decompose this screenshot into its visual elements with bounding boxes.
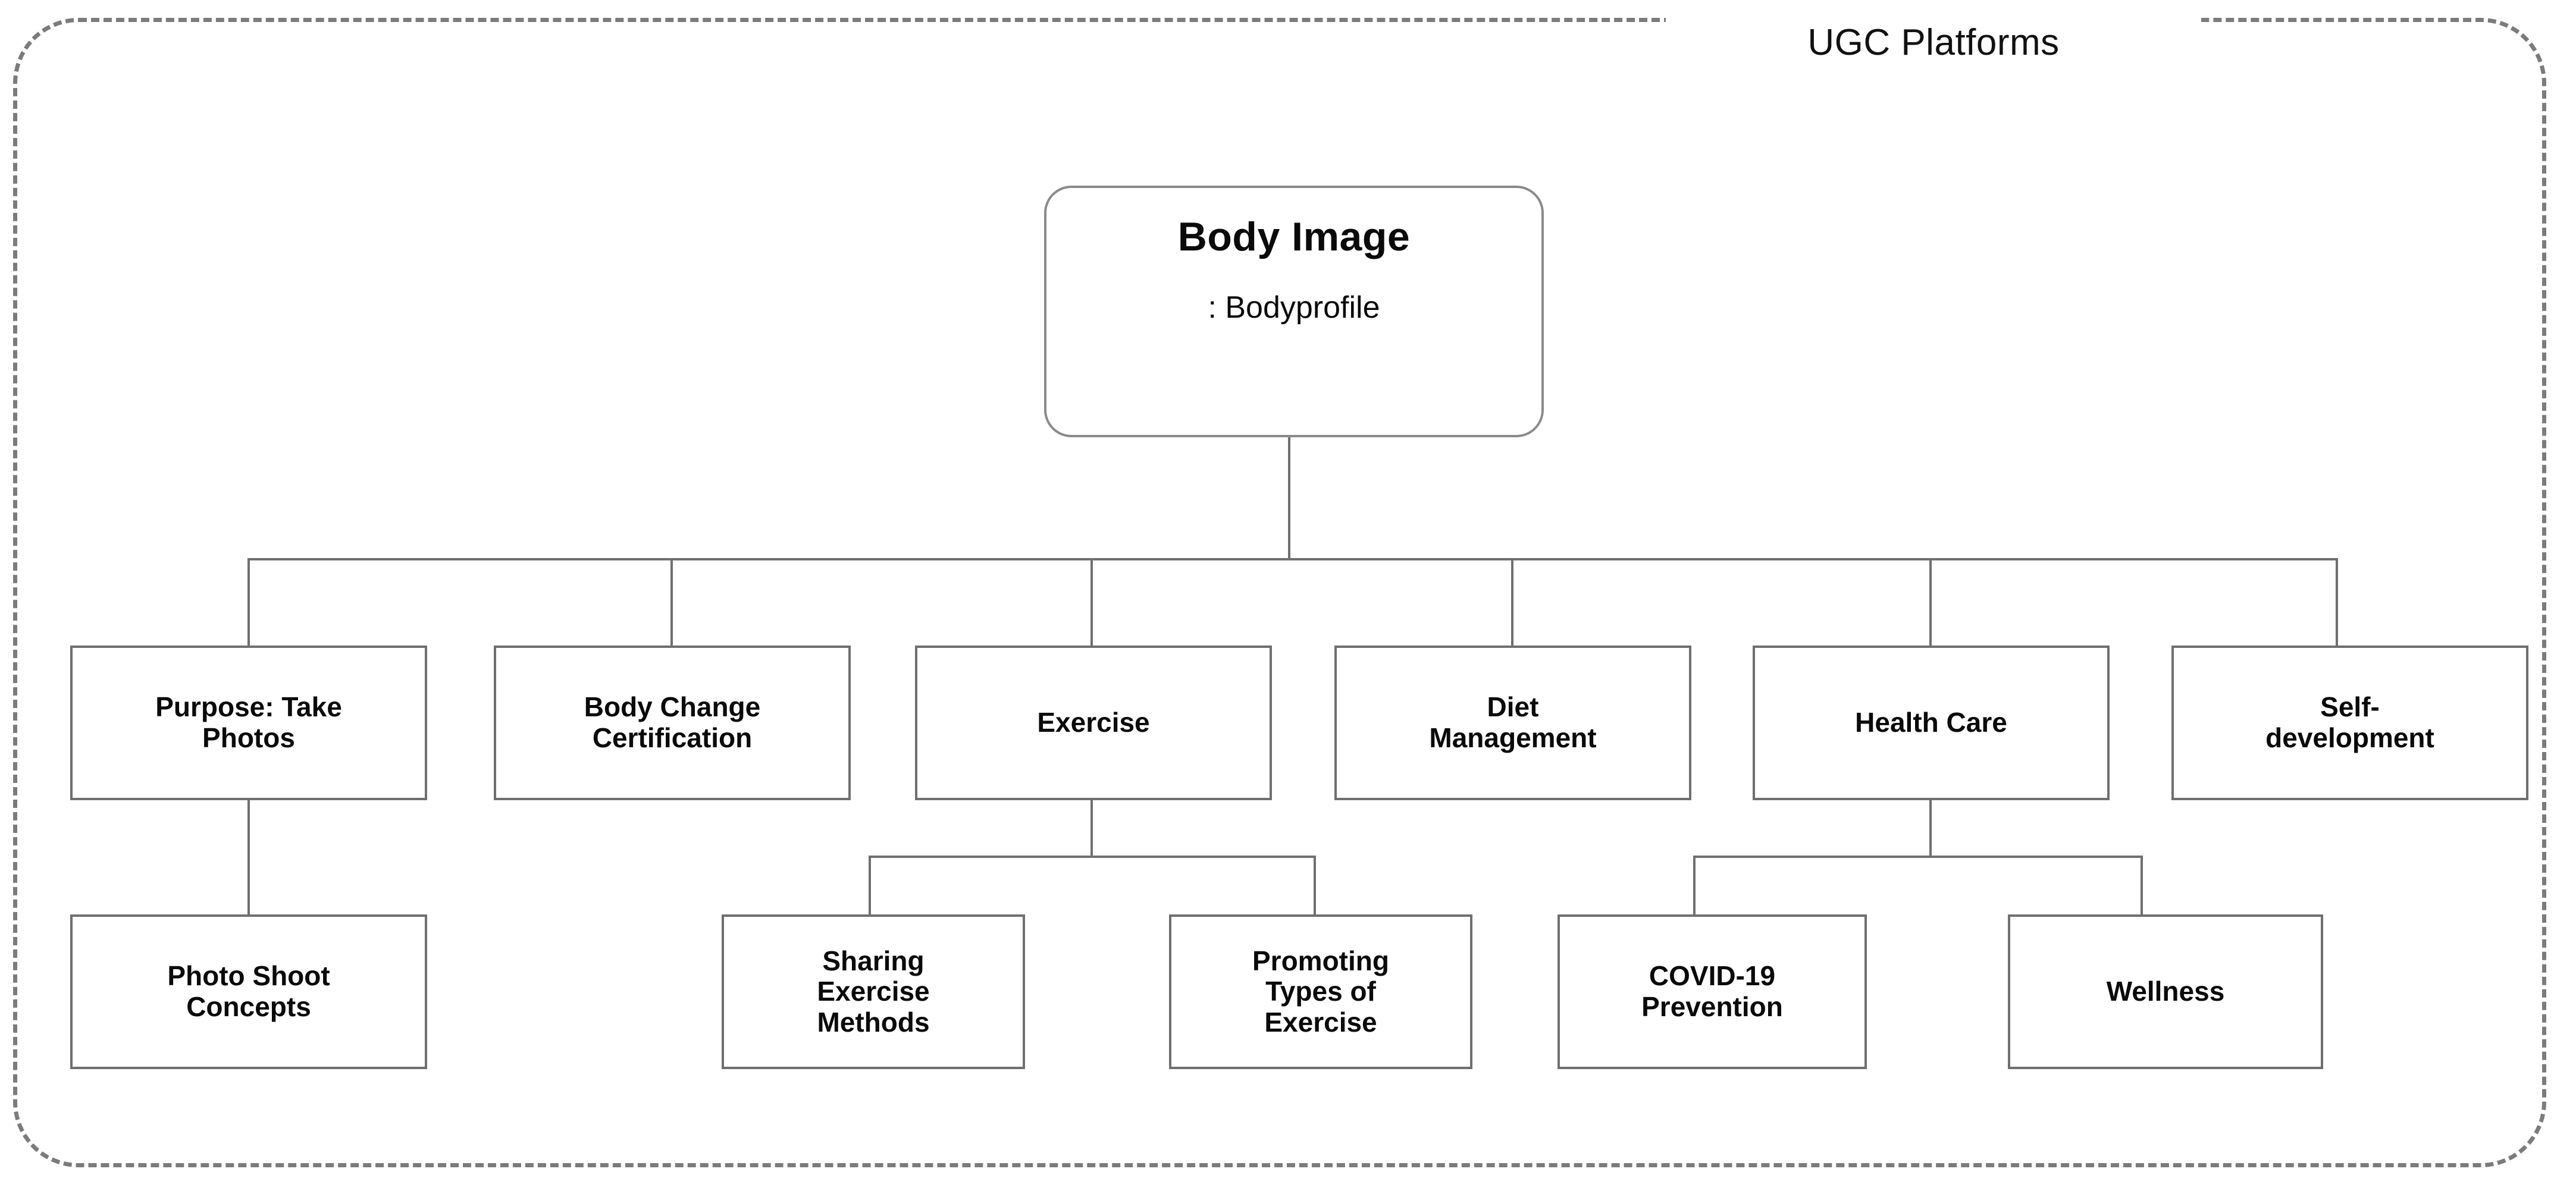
connector-drop-purpose: [247, 558, 250, 646]
connector-drop-covid19-prevention: [1693, 856, 1696, 914]
node-promoting-types-of-exercise-line3: Exercise: [1264, 1006, 1377, 1038]
node-photo-shoot-concepts-line1: Photo Shoot: [167, 960, 330, 992]
node-self-development[interactable]: Self- development: [2171, 646, 2528, 800]
node-diet-management-line2: Management: [1429, 722, 1597, 753]
connector-drop-exercise: [1090, 558, 1093, 646]
node-sharing-exercise-methods-line1: Sharing: [822, 945, 925, 976]
node-promoting-types-of-exercise[interactable]: Promoting Types of Exercise: [1169, 914, 1472, 1069]
node-sharing-exercise-methods-line2: Exercise: [817, 976, 930, 1007]
node-self-development-line1: Self-: [2320, 691, 2380, 723]
connector-health-care-bus: [1693, 856, 2143, 858]
node-wellness[interactable]: Wellness: [2008, 914, 2323, 1069]
node-exercise-line1: Exercise: [1037, 707, 1150, 738]
connector-drop-health-care: [1929, 558, 1932, 646]
ugc-platforms-boundary: [13, 18, 2546, 1167]
node-body-change-certification-line2: Certification: [592, 722, 753, 753]
connector-drop-diet: [1511, 558, 1513, 646]
node-covid19-prevention-line2: Prevention: [1641, 991, 1783, 1022]
connector-drop-sharing-exercise-methods: [869, 856, 871, 914]
node-purpose-take-photos-line1: Purpose: Take: [155, 691, 342, 723]
node-promoting-types-of-exercise-line2: Types of: [1265, 976, 1376, 1007]
node-body-image-subtitle: : Bodyprofile: [1208, 290, 1380, 325]
node-body-change-certification[interactable]: Body Change Certification: [494, 646, 851, 800]
node-purpose-take-photos[interactable]: Purpose: Take Photos: [70, 646, 427, 800]
node-diet-management-line1: Diet: [1487, 691, 1539, 723]
node-photo-shoot-concepts-line2: Concepts: [186, 991, 311, 1022]
connector-drop-self-development: [2336, 558, 2338, 646]
connector-health-care-stem: [1929, 800, 1932, 857]
connector-exercise-bus: [869, 856, 1316, 858]
node-sharing-exercise-methods[interactable]: Sharing Exercise Methods: [722, 914, 1025, 1069]
node-diet-management[interactable]: Diet Management: [1334, 646, 1691, 800]
node-photo-shoot-concepts[interactable]: Photo Shoot Concepts: [70, 914, 427, 1069]
node-sharing-exercise-methods-line3: Methods: [817, 1006, 930, 1038]
node-body-change-certification-line1: Body Change: [584, 691, 761, 723]
boundary-title: UGC Platforms: [1807, 22, 2060, 63]
connector-drop-wellness: [2141, 856, 2143, 914]
connector-exercise-stem: [1090, 800, 1093, 857]
boundary-title-gap: [1666, 5, 2201, 46]
node-covid19-prevention[interactable]: COVID-19 Prevention: [1557, 914, 1867, 1069]
node-self-development-line2: development: [2265, 722, 2434, 753]
node-health-care[interactable]: Health Care: [1753, 646, 2110, 800]
node-wellness-line1: Wellness: [2106, 976, 2225, 1007]
node-promoting-types-of-exercise-line1: Promoting: [1252, 945, 1389, 976]
connector-level2-bus: [249, 558, 2338, 560]
connector-purpose-to-photo-shoot: [247, 800, 250, 914]
node-purpose-take-photos-line2: Photos: [202, 722, 295, 753]
node-health-care-line1: Health Care: [1855, 707, 2007, 738]
connector-drop-promoting-types-of-exercise: [1314, 856, 1316, 914]
connector-root-stem: [1288, 437, 1290, 559]
connector-drop-body-change: [670, 558, 673, 646]
node-exercise[interactable]: Exercise: [915, 646, 1272, 800]
node-covid19-prevention-line1: COVID-19: [1649, 960, 1776, 992]
node-body-image-title: Body Image: [1177, 214, 1411, 259]
node-body-image[interactable]: Body Image : Bodyprofile: [1044, 186, 1544, 437]
